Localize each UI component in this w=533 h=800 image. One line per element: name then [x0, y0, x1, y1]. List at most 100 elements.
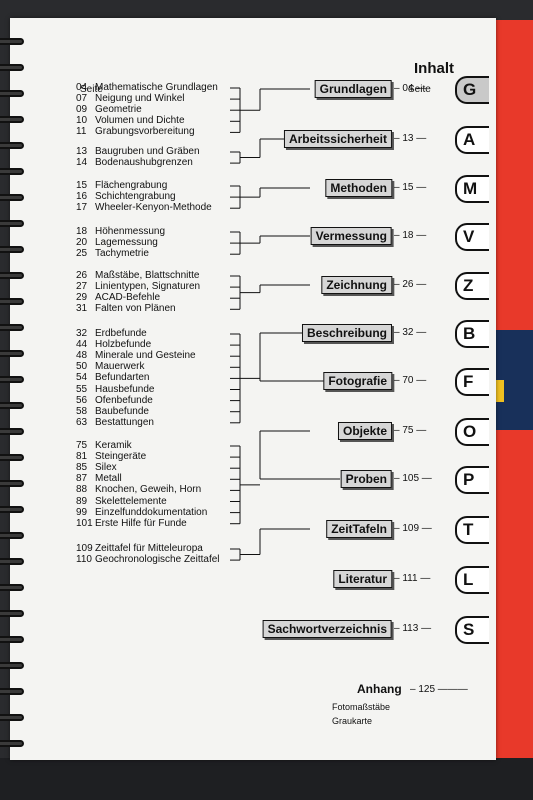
toc-entry-page: 10 [76, 115, 88, 127]
toc-entry-page: 99 [76, 506, 88, 518]
spiral-ring [0, 740, 24, 747]
spiral-ring [0, 532, 24, 539]
section-page-number: 109 [402, 523, 420, 534]
toc-entry-page: 17 [76, 202, 88, 214]
section-box-b: Beschreibung [301, 324, 392, 342]
section-box-l: Literatur [333, 570, 392, 588]
toc-entry-label: Ofenbefunde [95, 394, 153, 406]
tab-t[interactable]: T [455, 516, 489, 544]
tab-b[interactable]: B [455, 320, 489, 348]
toc-entry-label: Geometrie [95, 104, 142, 116]
toc-entry-page: 55 [76, 383, 88, 395]
toc-entry-label: Tachymetrie [95, 248, 149, 260]
toc-entry-label: Linientypen, Signaturen [95, 281, 201, 293]
toc-entry-label: Flächengrabung [95, 180, 168, 191]
section-page: – 111 — [394, 573, 431, 584]
toc-entry-page: 109 [76, 543, 93, 554]
section-page-number: 13 [402, 133, 414, 144]
toc-entry: 89 Skelettelemente [76, 496, 167, 508]
toc-entry-page: 88 [76, 484, 88, 496]
spiral-ring [0, 38, 24, 45]
toc-entry-label: Holzbefunde [95, 339, 152, 351]
toc-entry-label: Wheeler-Kenyon-Methode [95, 202, 212, 214]
toc-entry-page: 25 [76, 248, 88, 260]
toc-entry-page: 16 [76, 191, 88, 203]
toc-entry: 63 Bestattungen [76, 417, 154, 429]
toc-entry-page: 50 [76, 361, 88, 373]
toc-entry-page: 44 [76, 339, 88, 351]
section-page-number: 111 [402, 573, 418, 584]
page-title: Inhalt [414, 60, 454, 77]
right-column-header: Seite [408, 84, 431, 95]
tab-l[interactable]: L [455, 566, 489, 594]
section-box-o: Objekte [337, 422, 392, 440]
tab-z[interactable]: Z [455, 272, 489, 300]
spiral-ring [0, 298, 24, 305]
toc-entry-label: Hausbefunde [95, 383, 155, 395]
section-page-number: 26 [402, 279, 414, 290]
backdrop-table [0, 758, 533, 800]
toc-entry-label: Bestattungen [95, 416, 154, 428]
toc-entry-label: Grabungsvorbereitung [95, 126, 195, 138]
toc-entry-page: 13 [76, 146, 88, 157]
toc-entry-page: 63 [76, 416, 88, 428]
section-box-a: Arbeitssicherheit [283, 130, 392, 148]
section-box-z: Zeichnung [321, 276, 392, 294]
toc-entry-label: Einzelfunddokumentation [95, 506, 208, 518]
toc-entry-label: ACAD-Befehle [95, 292, 161, 304]
toc-entry-label: Neigung und Winkel [95, 93, 185, 105]
spiral-ring [0, 194, 24, 201]
spiral-ring [0, 90, 24, 97]
tab-a[interactable]: A [455, 126, 489, 154]
toc-entry-label: Mauerwerk [95, 361, 145, 373]
toc-entry-page: 20 [76, 237, 88, 249]
toc-entry-page: 27 [76, 281, 88, 293]
toc-entry: 07 Neigung und Winkel [76, 93, 185, 105]
toc-entry-page: 07 [76, 93, 88, 105]
toc-entry-label: Befundarten [95, 372, 150, 384]
tab-o[interactable]: O [455, 418, 489, 446]
toc-entry-label: Minerale und Gesteine [95, 350, 196, 362]
toc-entry-page: 89 [76, 495, 88, 507]
toc-entry-page: 101 [76, 517, 93, 529]
tab-g[interactable]: G [455, 76, 489, 104]
toc-entry: 55 Hausbefunde [76, 384, 155, 396]
spiral-ring [0, 142, 24, 149]
section-page: – 113 — [394, 623, 432, 634]
spiral-ring [0, 584, 24, 591]
spiral-ring [0, 558, 24, 565]
toc-entry-page: 15 [76, 180, 88, 191]
toc-entry-page: 58 [76, 405, 88, 417]
toc-entry-label: Erste Hilfe für Funde [95, 517, 187, 529]
section-page-number: 113 [402, 623, 419, 634]
tab-v[interactable]: V [455, 223, 489, 251]
tab-m[interactable]: M [455, 175, 489, 203]
tab-f[interactable]: F [455, 368, 489, 396]
toc-entry-label: Skelettelemente [95, 495, 167, 507]
spiral-ring [0, 610, 24, 617]
toc-entry-label: Baugruben und Gräben [95, 146, 200, 157]
toc-entry-label: Höhenmessung [95, 226, 166, 237]
toc-entry-label: Zeittafel für Mitteleuropa [95, 543, 203, 554]
toc-entry-label: Geochronologische Zeittafel [95, 554, 220, 566]
tab-s[interactable]: S [455, 616, 489, 644]
spiral-ring [0, 636, 24, 643]
spiral-ring [0, 714, 24, 721]
tab-p[interactable]: P [455, 466, 489, 494]
